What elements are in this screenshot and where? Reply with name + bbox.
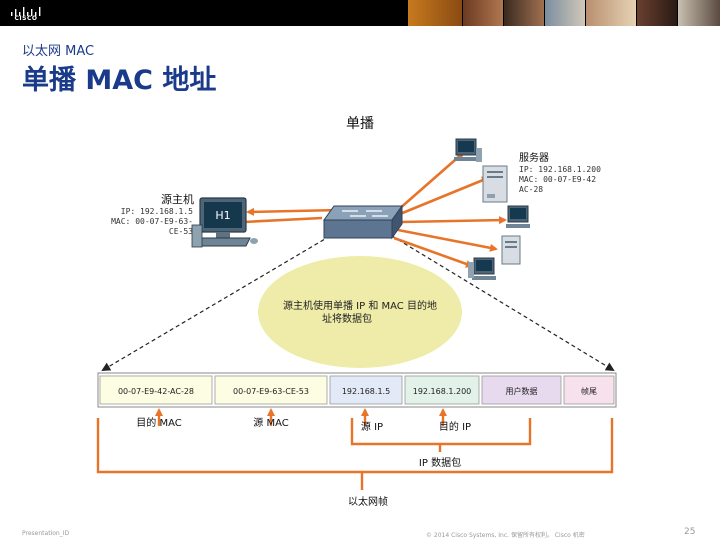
- frame-fields: 00-07-E9-42-AC-28 00-07-E9-63-CE-53 192.16…: [99, 375, 615, 405]
- server-ip: IP: 192.168.1.200: [519, 165, 601, 174]
- frame-src-mac-text: 00-07-E9-63-CE-53: [233, 387, 309, 396]
- link-arrow-pc2: [400, 216, 507, 225]
- server-mac-line1: MAC: 00-07-E9-42: [519, 175, 596, 184]
- top-banner: CISCO: [0, 0, 720, 26]
- pc-icon-right: [506, 205, 530, 228]
- link-arrow-tower: [397, 228, 498, 252]
- host-computer-icon: [191, 197, 258, 248]
- cisco-logo-text: CISCO: [14, 15, 38, 22]
- cisco-bridge-icon: [11, 7, 41, 16]
- host-mac-line1: MAC: 00-07-E9-63-: [111, 217, 193, 226]
- pc-icon-bottom: [468, 257, 496, 280]
- banner-photo-5: [586, 0, 636, 26]
- label-ethernet-frame: 以太网帧: [348, 495, 388, 508]
- banner-photo-7: [678, 0, 720, 26]
- host-mac-line2: CE-53: [169, 227, 193, 236]
- frame-trailer-text: 帧尾: [581, 386, 597, 396]
- dashed-arrow-right: [391, 235, 615, 372]
- banner-photo-3: [504, 0, 544, 26]
- footer-presentation-id: Presentation_ID: [22, 530, 70, 537]
- link-arrow-to-host: [246, 207, 341, 216]
- dashed-arrow-left: [101, 235, 331, 372]
- frame-trailer-box: [563, 375, 615, 405]
- slide-title: 单播 MAC 地址: [22, 65, 217, 96]
- footer-copyright: © 2014 Cisco Systems, Inc. 保留所有权利。 Cisco…: [426, 532, 585, 539]
- pc-icon-top: [454, 138, 482, 162]
- bubble-text-line2: 址将数据包: [322, 312, 372, 325]
- label-ip-packet: IP 数据包: [419, 456, 461, 469]
- server-mac-line2: AC-28: [519, 185, 543, 194]
- frame-user-data-box: [481, 375, 562, 405]
- banner-photo-6: [637, 0, 677, 26]
- frame-dest-mac-text: 00-07-E9-42-AC-28: [118, 387, 194, 396]
- page-number: 25: [684, 527, 696, 537]
- link-arrow-pc1: [397, 151, 465, 211]
- tower-computer-icon: [501, 235, 521, 265]
- host-screen-label: H1: [215, 209, 230, 222]
- diagram-caption: 单播: [346, 116, 374, 132]
- frame-dest-mac-box: [99, 375, 213, 405]
- bubble-text-line1: 源主机使用单播 IP 和 MAC 目的地: [283, 299, 437, 312]
- server-label: 服务器: [519, 151, 549, 164]
- frame-src-mac-box: [214, 375, 328, 405]
- link-host-switch: [243, 216, 323, 224]
- label-src-mac: 源 MAC: [253, 416, 288, 429]
- host-ip: IP: 192.168.1.5: [121, 207, 193, 216]
- link-arrow-pc3: [393, 236, 474, 268]
- label-dest-mac: 目的 MAC: [136, 416, 181, 429]
- slide-subtitle: 以太网 MAC: [22, 44, 95, 59]
- frame-dest-ip-box: [404, 375, 480, 405]
- label-dest-ip: 目的 IP: [439, 420, 471, 433]
- ethernet-frame-bracket: [96, 418, 614, 474]
- frame-src-ip-box: [329, 375, 403, 405]
- explanation-bubble: [258, 256, 462, 368]
- host-label: 源主机: [161, 192, 194, 206]
- banner-photo-1: [408, 0, 462, 26]
- frame-user-data-text: 用户数据: [506, 386, 538, 396]
- frame-src-ip-text: 192.168.1.5: [342, 387, 390, 396]
- banner-photo-4: [545, 0, 585, 26]
- server-icon: [482, 165, 508, 203]
- link-arrow-server: [399, 176, 490, 216]
- banner-photo-2: [463, 0, 503, 26]
- cisco-logo: CISCO: [8, 3, 44, 23]
- switch-icon: [323, 204, 403, 240]
- label-src-ip: 源 IP: [361, 420, 383, 433]
- frame-dest-ip-text: 192.168.1.200: [413, 387, 472, 396]
